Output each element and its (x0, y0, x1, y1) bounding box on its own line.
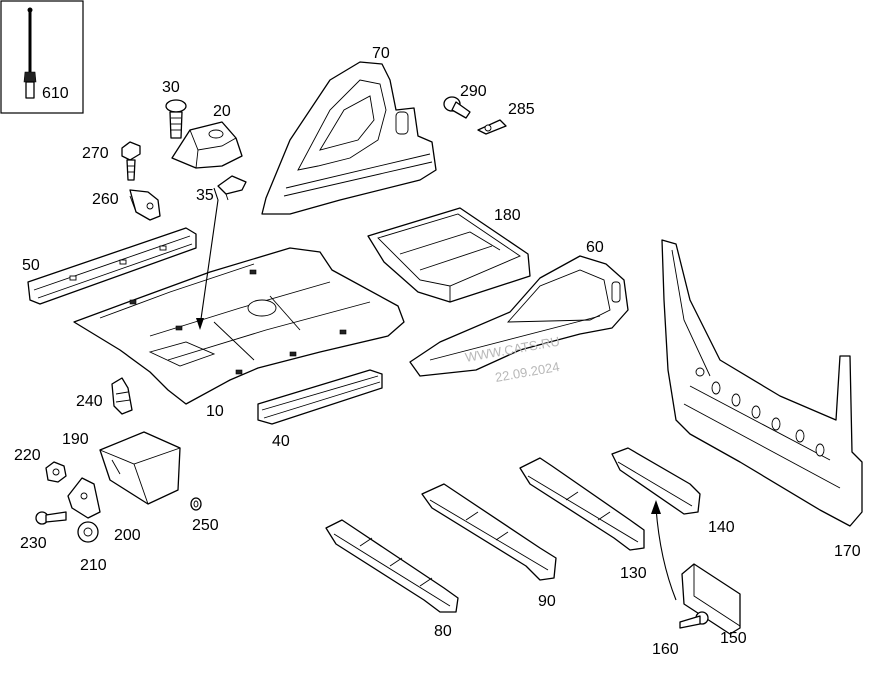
callout-200: 200 (114, 527, 141, 544)
part-220-nut[interactable] (45, 461, 67, 483)
part-200-bracket[interactable] (67, 477, 101, 519)
part-230-screw[interactable] (35, 511, 67, 525)
inset-frame (0, 0, 84, 114)
part-80-crossmember[interactable] (325, 519, 459, 613)
part-170-side-frame[interactable] (661, 239, 863, 527)
leader-140 (655, 507, 677, 601)
leader-35 (199, 187, 219, 327)
part-60-wheelhouse[interactable] (409, 255, 629, 377)
callout-270: 270 (82, 145, 109, 162)
callout-285: 285 (508, 101, 535, 118)
leader-35-arrowhead (196, 318, 204, 330)
callout-50: 50 (22, 257, 40, 274)
callout-80: 80 (434, 623, 452, 640)
callout-290: 290 (460, 83, 487, 100)
callout-130: 130 (620, 565, 647, 582)
callout-260: 260 (92, 191, 119, 208)
callout-210: 210 (80, 557, 107, 574)
callout-70: 70 (372, 45, 390, 62)
callout-250: 250 (192, 517, 219, 534)
part-240-clip[interactable] (111, 377, 133, 415)
callout-60: 60 (586, 239, 604, 256)
part-150-plate[interactable] (681, 563, 741, 635)
part-160-screw[interactable] (679, 611, 709, 629)
part-140-crossmember[interactable] (611, 447, 701, 515)
part-180-tub[interactable] (367, 207, 531, 303)
callout-10: 10 (206, 403, 224, 420)
callout-190: 190 (62, 431, 89, 448)
callout-35: 35 (196, 187, 214, 204)
part-70-wheelhouse[interactable] (261, 61, 437, 215)
callout-220: 220 (14, 447, 41, 464)
part-190-box[interactable] (99, 431, 181, 505)
leader-140-arrowhead (651, 500, 661, 514)
part-10-floor-pan[interactable] (73, 247, 405, 405)
part-270-bolt[interactable] (121, 141, 141, 181)
callout-160: 160 (652, 641, 679, 658)
part-130-crossmember[interactable] (519, 457, 645, 551)
callout-610: 610 (42, 85, 69, 102)
part-610-bolt[interactable] (23, 7, 37, 99)
part-50-rail[interactable] (27, 227, 197, 305)
callout-170: 170 (834, 543, 861, 560)
callout-180: 180 (494, 207, 521, 224)
part-260-bracket[interactable] (129, 189, 161, 221)
part-285-nut[interactable] (477, 119, 507, 135)
part-290-bolt[interactable] (443, 96, 471, 119)
part-35-clip[interactable] (217, 175, 247, 201)
callout-140: 140 (708, 519, 735, 536)
callout-40: 40 (272, 433, 290, 450)
part-210-washer[interactable] (77, 521, 99, 543)
part-30-bolt[interactable] (165, 99, 187, 139)
callout-150: 150 (720, 630, 747, 647)
callout-30: 30 (162, 79, 180, 96)
part-20-mount[interactable] (171, 121, 243, 169)
part-250-grommet[interactable] (190, 497, 202, 511)
watermark-line2: 22.09.2024 (494, 359, 561, 385)
callout-240: 240 (76, 393, 103, 410)
callout-230: 230 (20, 535, 47, 552)
part-90-crossmember[interactable] (421, 483, 557, 581)
part-40-rail[interactable] (257, 369, 383, 425)
callout-90: 90 (538, 593, 556, 610)
callout-20: 20 (213, 103, 231, 120)
